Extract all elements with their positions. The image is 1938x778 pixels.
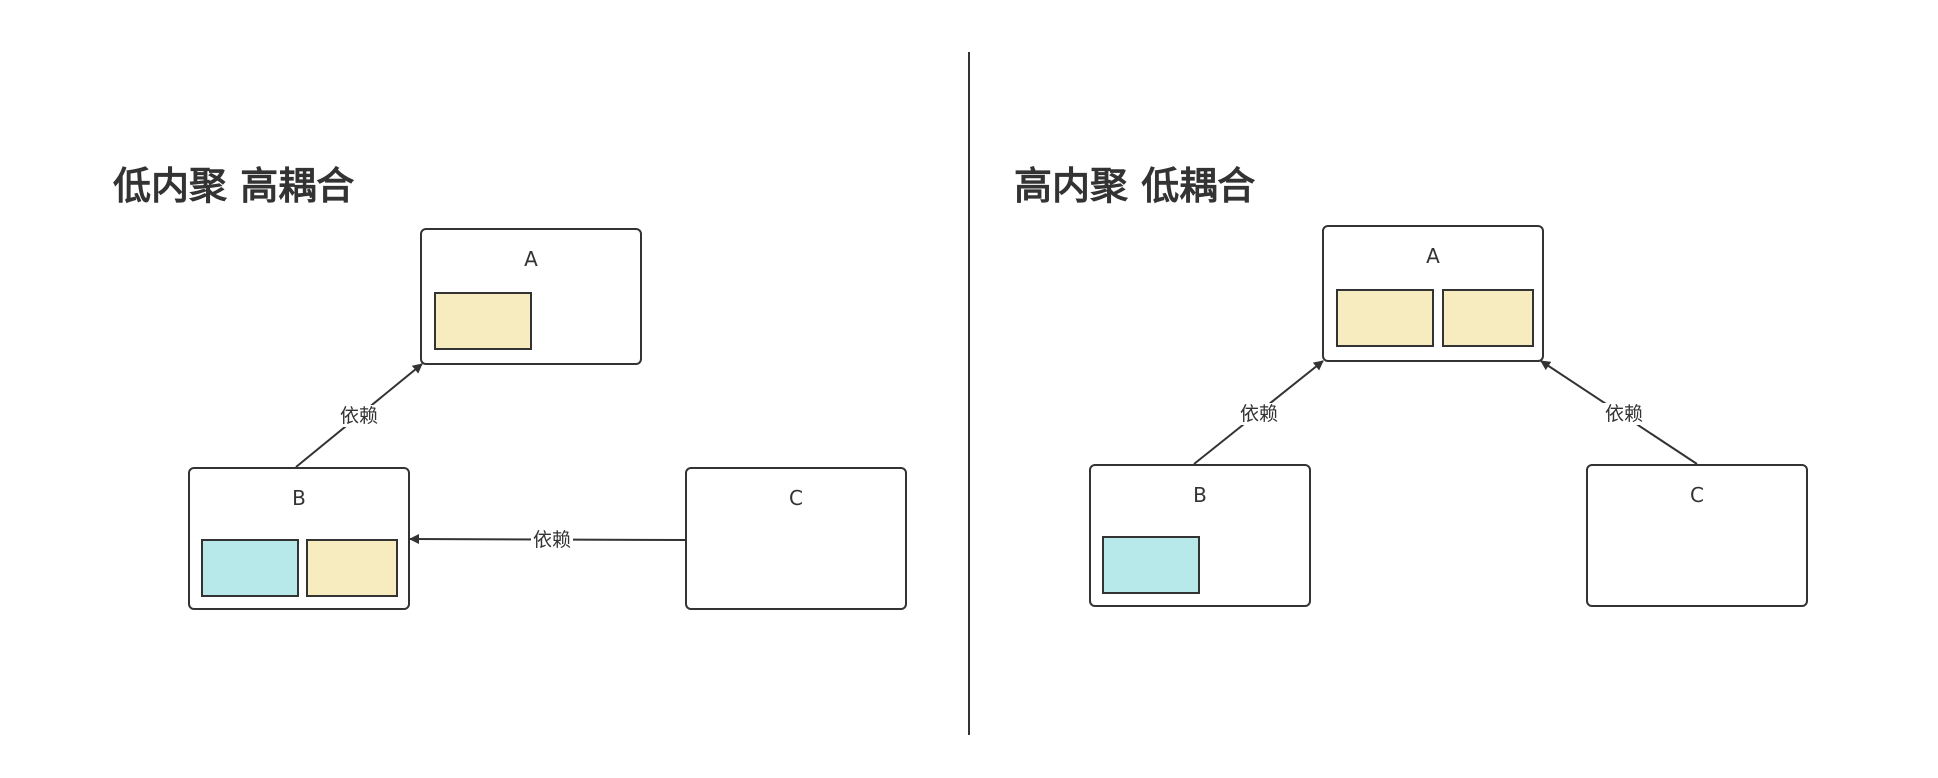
right-node-a-label: A: [1426, 244, 1440, 268]
left-node-a-yellow-cell: [434, 292, 532, 350]
right-node-c-label: C: [1690, 483, 1704, 507]
left-edge-b-to-a-label: 依赖: [338, 405, 381, 427]
left-node-c-label: C: [789, 486, 803, 510]
left-title: 低内聚 高耦合: [113, 164, 355, 208]
right-node-b: B: [1089, 464, 1311, 607]
left-node-b-label: B: [292, 486, 306, 510]
right-title: 高内聚 低耦合: [1014, 164, 1256, 208]
left-edge-c-to-b-label: 依赖: [531, 529, 574, 551]
right-node-a: A: [1322, 225, 1544, 362]
right-node-a-yellow-cell-1: [1336, 289, 1434, 347]
right-edge-c-to-a-label: 依赖: [1603, 403, 1646, 425]
right-node-b-cyan-cell: [1102, 536, 1200, 594]
left-node-b: B: [188, 467, 410, 610]
left-node-c: C: [685, 467, 907, 610]
left-node-a-label: A: [524, 247, 538, 271]
left-node-b-yellow-cell: [306, 539, 398, 597]
right-node-c: C: [1586, 464, 1808, 607]
right-node-a-yellow-cell-2: [1442, 289, 1534, 347]
left-node-b-cyan-cell: [201, 539, 299, 597]
right-edge-b-to-a-label: 依赖: [1238, 403, 1281, 425]
panel-divider: [968, 52, 970, 735]
left-node-a: A: [420, 228, 642, 365]
right-node-b-label: B: [1193, 483, 1207, 507]
